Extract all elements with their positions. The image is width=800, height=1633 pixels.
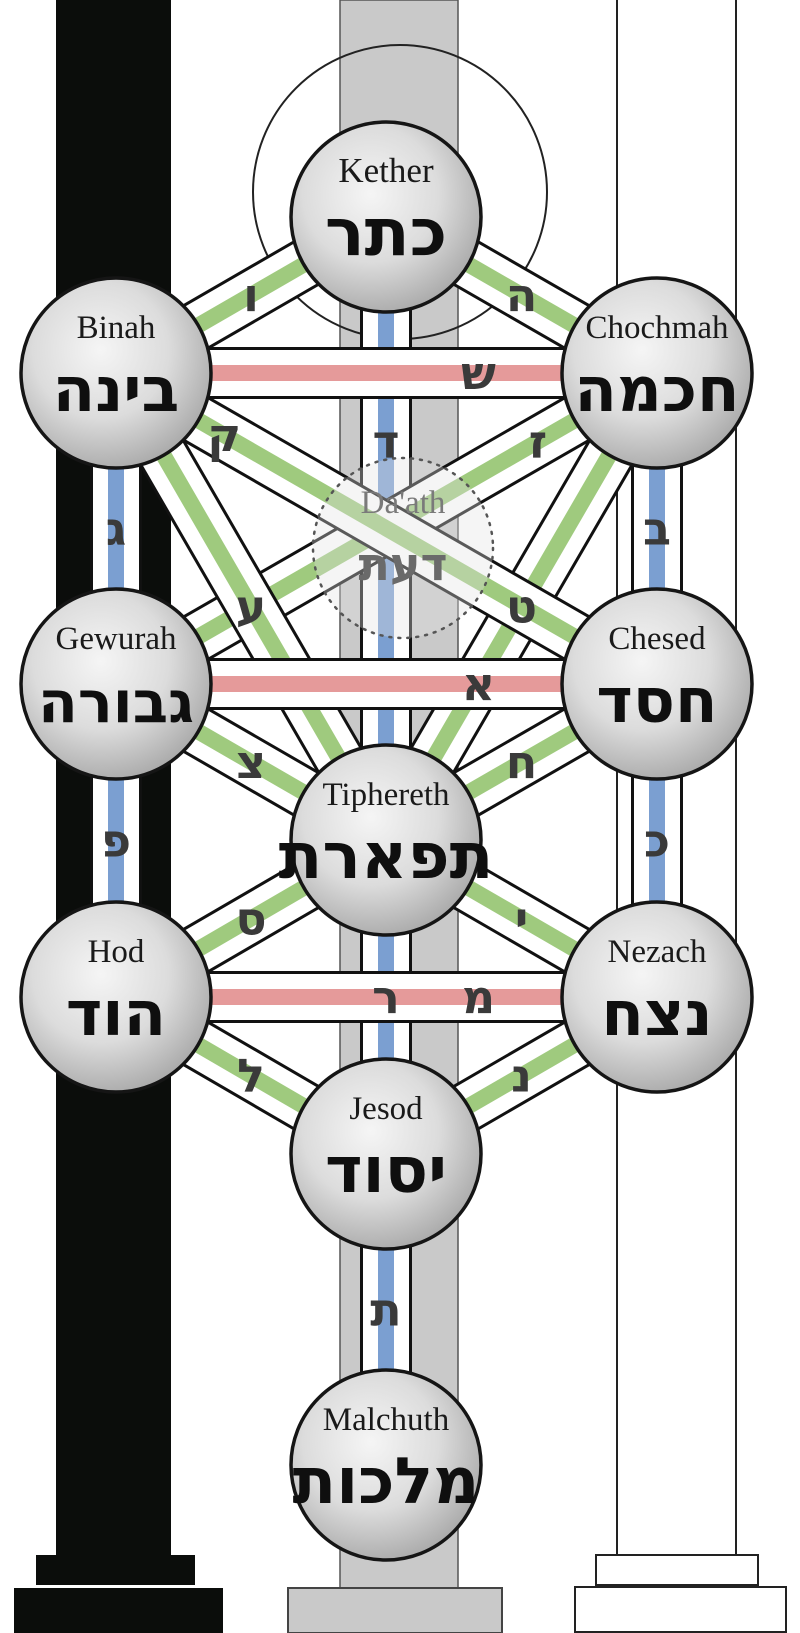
sephirah-binah: Binah בינה — [19, 276, 213, 470]
sephirah-name: Gewurah — [56, 621, 177, 657]
sephirah-hebrew: מלכות — [293, 1445, 480, 1519]
path-letter-binah-tiphereth: ע — [236, 580, 267, 634]
grey-pillar-base — [287, 1587, 503, 1633]
sephirah-tiphereth: Tiphereth תפארת — [279, 743, 494, 937]
sephirah-name: Nezach — [608, 934, 707, 970]
sephirah-circle — [19, 587, 213, 781]
sephirah-name: Hod — [88, 934, 145, 970]
sephirah-chesed: Chesed חסד — [560, 587, 754, 781]
path-letter-chesed-tiphereth: ח — [506, 735, 538, 789]
sephirah-circle — [289, 1368, 483, 1562]
sephirah-name: Jesod — [349, 1091, 423, 1127]
path-letter-binah-gewurah: ג — [106, 502, 127, 556]
daath-circle — [311, 456, 495, 640]
path-letter-kether-binah: ו — [243, 268, 259, 322]
path-letters: ה ו ד ש ב ט ז ג ע ק אח כ צ פ י ס ר מנ ל ת — [101, 268, 671, 1337]
sephirah-hebrew: הוד — [66, 977, 166, 1050]
sephirah-chochmah: Chochmah חכמה — [560, 276, 754, 470]
sephirah-circle — [289, 120, 483, 314]
white-pillar-base-top — [595, 1554, 759, 1586]
sephirah-name: Chesed — [608, 621, 706, 657]
white-pillar-base-bottom — [574, 1586, 787, 1633]
path-letter-tiphereth-jesod: ר — [372, 970, 400, 1024]
path-letter-jesod-malchuth: ת — [370, 1283, 401, 1337]
path-letter-nezach-hod: מ — [462, 970, 495, 1024]
sephirah-circle — [560, 587, 754, 781]
sephirah-hebrew: חכמה — [574, 353, 739, 426]
sephirah-circle — [560, 276, 754, 470]
sephirah-circle — [19, 900, 213, 1094]
sephirah-nezach: Nezach נצח — [560, 900, 754, 1094]
sephirah-name: Kether — [338, 151, 434, 190]
sephirah-hebrew: גבורה — [38, 668, 194, 736]
daath: Da'ath דעת — [311, 456, 495, 640]
path-letter-chochmah-tiphereth: ט — [506, 580, 537, 634]
path-letter-gewurah-hod: פ — [101, 814, 131, 868]
sephirah-hebrew: יסוד — [325, 1134, 447, 1208]
sephirah-hebrew: נצח — [601, 977, 712, 1050]
path-letter-tiphereth-nezach: י — [515, 892, 529, 946]
path-letter-nezach-jesod: נ — [511, 1049, 532, 1103]
path-core-green — [112, 366, 661, 691]
sephirah-jesod: Jesod יסוד — [289, 1057, 483, 1251]
sephirah-circle — [289, 1057, 483, 1251]
sephirah-name: Binah — [77, 310, 156, 346]
path-letter-chesed-nezach: כ — [644, 814, 670, 868]
sephirah-kether: Kether כתר — [289, 120, 483, 314]
sephirah-circle — [560, 900, 754, 1094]
sephirah-hebrew: חסד — [596, 664, 717, 737]
path-letter-tiphereth-hod: ס — [235, 892, 266, 946]
path-letter-gewurah-tiphereth: צ — [236, 735, 266, 789]
sephirah-gewurah: Gewurah גבורה — [19, 587, 213, 781]
sefirot: KetherכתרChochmahחכמהBinahבינהChesedחסדG… — [19, 120, 754, 1562]
path-letter-chochmah-chesed: ב — [643, 502, 671, 556]
path-binah-chesed — [103, 350, 670, 707]
path-letter-chesed-gewurah: א — [462, 657, 496, 711]
daath-hebrew: דעת — [358, 537, 447, 591]
sephirah-name: Malchuth — [323, 1402, 450, 1438]
path-letter-binah-chesed: ק — [207, 408, 241, 462]
sephirah-circle — [289, 743, 483, 937]
sephirah-name: Chochmah — [586, 310, 729, 346]
sephirah-name: Tiphereth — [322, 777, 450, 813]
sephirah-circle — [19, 276, 213, 470]
path-letter-chochmah-binah: ש — [461, 346, 496, 400]
black-pillar-base-top — [36, 1555, 195, 1585]
sephirah-hebrew: תפארת — [279, 820, 494, 894]
path-letter-chochmah-gewurah: ז — [529, 414, 547, 468]
path-letter-kether-chochmah: ה — [506, 268, 538, 322]
sephirah-hebrew: כתר — [325, 194, 447, 271]
daath-name: Da'ath — [361, 485, 446, 521]
sephirah-malchuth: Malchuth מלכות — [289, 1368, 483, 1562]
path-letter-hod-jesod: ל — [237, 1049, 265, 1103]
black-pillar-base-bottom — [14, 1588, 223, 1633]
sephirah-hod: Hod הוד — [19, 900, 213, 1094]
path-letter-kether-tiphereth: ד — [372, 414, 399, 468]
sephirah-hebrew: בינה — [53, 353, 180, 426]
